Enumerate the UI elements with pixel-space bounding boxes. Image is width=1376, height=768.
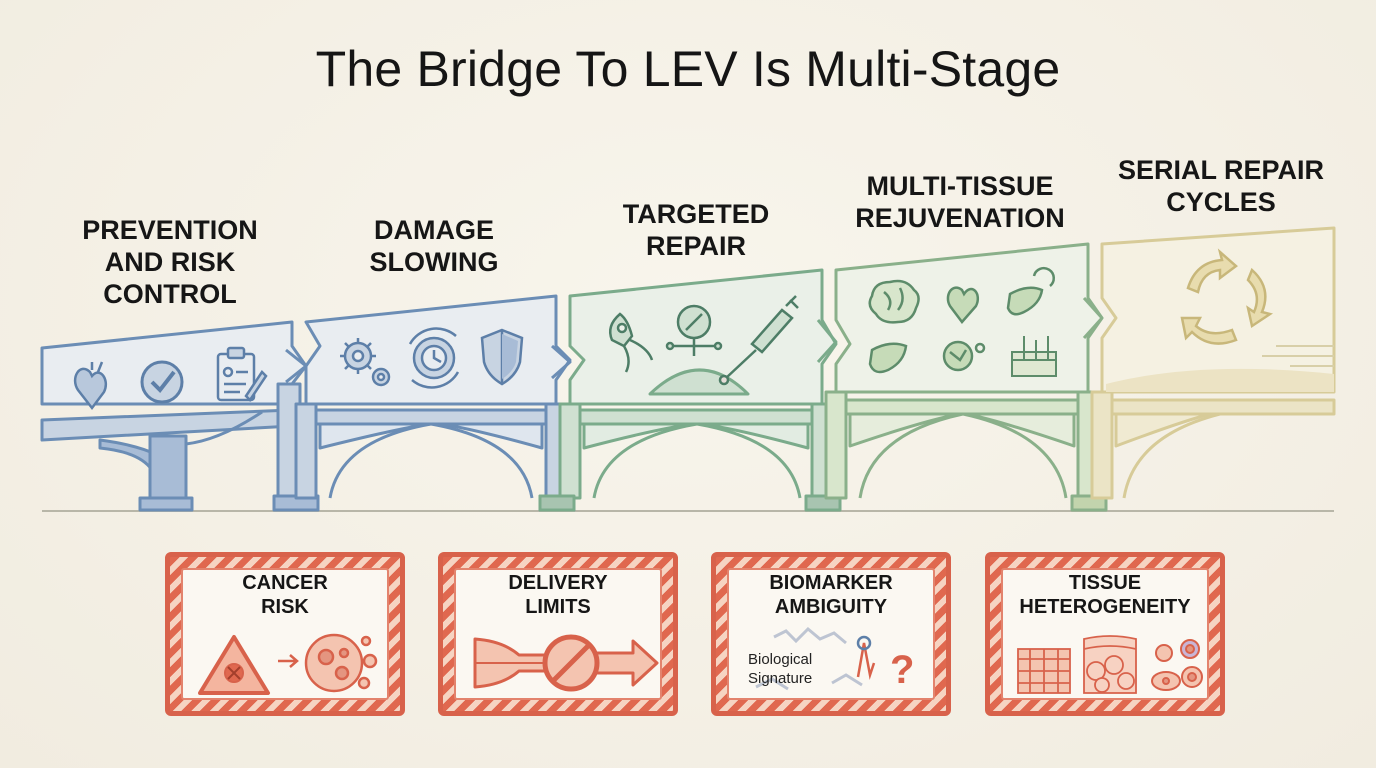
speed-lines: [1262, 345, 1334, 367]
bridge-segment-serial-repair: [1090, 226, 1336, 500]
checkmark-icon: [140, 360, 184, 404]
hazard-label: TISSUE HETEROGENEITY: [1019, 572, 1191, 618]
arrow-icon: [278, 654, 299, 668]
hazard-card-delivery-limits: DELIVERY LIMITS: [438, 552, 678, 716]
heart-icon: [946, 286, 980, 324]
bridge-segment-prevention: [40, 320, 320, 512]
skin-icon: [1011, 336, 1057, 377]
brain-icon: [868, 279, 920, 324]
hazard-card-biomarker-ambiguity: BIOMARKER AMBIGUITY ? Biological Signatu…: [711, 552, 951, 716]
question-mark-icon: ?: [890, 648, 914, 692]
hazard-card-cancer-risk: CANCER RISK: [165, 552, 405, 716]
tissue-sample-icon: [1083, 635, 1137, 694]
page-title: The Bridge To LEV Is Multi-Stage: [315, 41, 1061, 97]
warning-triangle-icon: [198, 635, 270, 695]
bridge-segment-multi-tissue: [824, 242, 1108, 512]
tissue-sample-icon: [1017, 648, 1071, 694]
tumor-cell-icon: [304, 633, 378, 693]
targeting-icon: [665, 304, 723, 356]
cell-icon: [942, 340, 986, 372]
stage-label-prevention: PREVENTION AND RISK CONTROL: [82, 215, 258, 309]
hazard-card-tissue-heterogeneity: TISSUE HETEROGENEITY: [985, 552, 1225, 716]
stage-label-serial-repair: SERIAL REPAIR CYCLES: [1117, 155, 1325, 217]
clock-cycle-icon: [408, 327, 460, 389]
signal-trace-icon: [755, 626, 863, 691]
stage-label-damage-slowing: DAMAGE SLOWING: [369, 215, 499, 277]
stage-label-multi-tissue: MULTI-TISSUE REJUVENATION: [855, 171, 1065, 233]
nanobot-icon: [609, 312, 654, 373]
syringe-icon: [718, 295, 799, 386]
arrow-connector: [551, 344, 572, 380]
hazard-label: CANCER RISK: [242, 572, 328, 618]
cycle-arrows-icon: [1180, 248, 1274, 345]
clipboard-icon: [216, 346, 268, 402]
arrow-connector: [1082, 296, 1104, 340]
biomarker-caption: Biological Signature: [748, 651, 813, 687]
hazard-label: BIOMARKER AMBIGUITY: [769, 572, 893, 618]
shield-icon: [480, 328, 524, 386]
arrow-connector: [816, 319, 838, 364]
gears-icon: [340, 338, 391, 387]
hazard-label: DELIVERY LIMITS: [508, 572, 608, 618]
cells-icon: [1151, 639, 1203, 691]
heart-icon: [73, 361, 108, 411]
liver-icon: [1006, 266, 1055, 316]
signal-peak-icon: [856, 635, 876, 680]
stage-label-targeted-repair: TARGETED REPAIR: [622, 199, 770, 261]
blocked-arrow-icon: [473, 634, 659, 692]
liver-icon: [868, 342, 908, 374]
arrow-connector: [285, 348, 308, 384]
